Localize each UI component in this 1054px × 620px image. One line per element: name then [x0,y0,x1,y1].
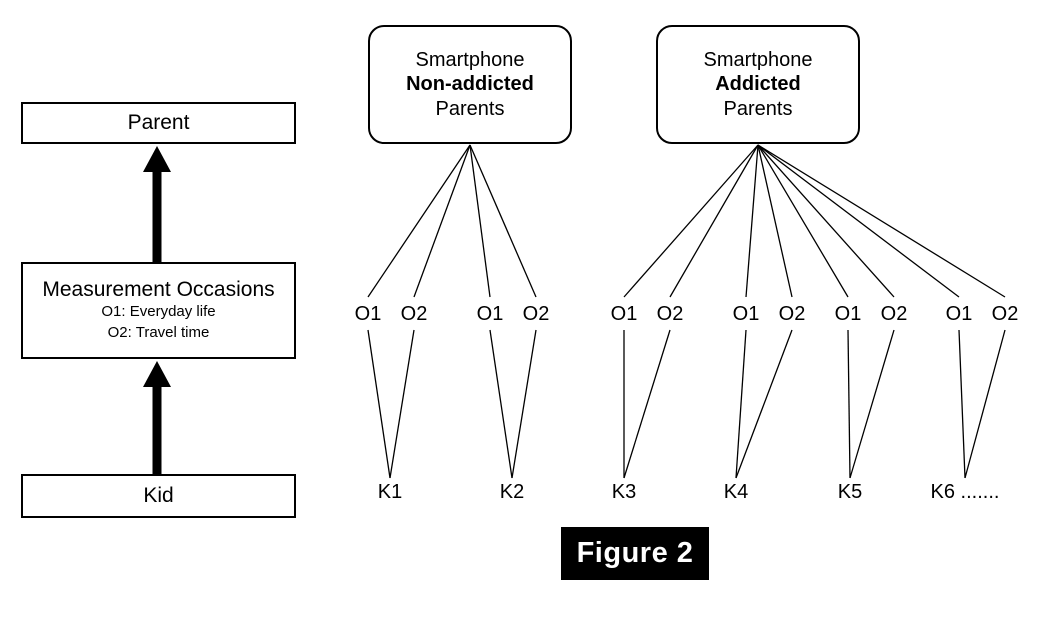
level-subline-o2: O2: Travel time [107,323,210,341]
kid-label-K5: K5 [837,481,863,503]
occasion-label-nonaddicted-K2-O2: O2 [522,303,550,325]
level-title-kid: Kid [143,483,174,507]
level-box-measurement-occasions: Measurement Occasions O1: Everyday life … [21,262,296,359]
edge-nonaddicted-to-O1-0 [367,144,471,298]
group-line-parents-addicted: Parents [723,97,793,120]
edge-addicted-to-O2-2 [669,144,759,298]
edge-nonaddicted-to-O1-1 [469,144,491,298]
arrow-kid-to-measurement-head [143,361,171,387]
level-subline-o1: O1: Everyday life [101,303,216,321]
edge-O1-to-K5 [847,329,851,479]
occasion-label-addicted-K3-O1: O1 [610,303,638,325]
kid-label-K3: K3 [611,481,637,503]
arrow-measurement-to-parent-shaft [152,170,162,262]
occasion-label-addicted-K6-O2: O2 [991,303,1019,325]
edge-O1-to-K4 [735,329,747,479]
edge-O1-to-K2 [489,329,513,479]
arrow-measurement-to-parent-head [143,146,171,172]
group-box-nonaddicted: Smartphone Non-addicted Parents [368,25,572,144]
occasion-label-addicted-K6-O1: O1 [945,303,973,325]
arrow-kid-to-measurement-shaft [152,385,162,474]
edge-O2-to-K4 [735,329,793,479]
edge-O1-to-K1 [367,329,391,479]
group-line-addicted: Addicted [715,73,801,96]
edge-addicted-to-O1-5 [757,144,960,298]
group-line-smartphone-nonaddicted: Smartphone [415,48,525,71]
occasion-label-addicted-K5-O2: O2 [880,303,908,325]
edge-O2-to-K1 [389,329,415,479]
occasion-label-nonaddicted-K1-O1: O1 [354,303,382,325]
edge-addicted-to-O2-5 [757,144,1006,298]
group-line-parents-nonaddicted: Parents [435,97,505,120]
level-title-measurement-occasions: Measurement Occasions [42,278,275,302]
edge-addicted-to-O1-4 [757,144,849,298]
edge-addicted-to-O1-3 [745,144,759,298]
level-title-parent: Parent [127,110,190,134]
edge-O2-to-K5 [849,329,895,479]
edge-O2-to-K2 [511,329,537,479]
kid-label-K6: K6 ....... [930,481,1000,503]
group-line-nonaddicted: Non-addicted [406,73,534,96]
occasion-label-addicted-K3-O2: O2 [656,303,684,325]
edge-O2-to-K3 [623,329,671,479]
occasion-label-addicted-K4-O2: O2 [778,303,806,325]
kid-label-K2: K2 [499,481,525,503]
edge-O1-to-K6 [958,329,966,479]
level-box-kid: Kid [21,474,296,518]
figure-caption: Figure 2 [561,527,709,580]
group-box-addicted: Smartphone Addicted Parents [656,25,860,144]
edge-O2-to-K6 [964,329,1006,479]
edge-addicted-to-O1-2 [623,144,759,298]
edge-addicted-to-O2-3 [757,144,793,298]
edge-nonaddicted-to-O2-0 [413,144,471,298]
occasion-label-nonaddicted-K2-O1: O1 [476,303,504,325]
group-line-smartphone-addicted: Smartphone [703,48,813,71]
kid-label-K1: K1 [377,481,403,503]
edge-addicted-to-O2-4 [757,144,895,298]
kid-label-K4: K4 [723,481,749,503]
occasion-label-addicted-K5-O1: O1 [834,303,862,325]
occasion-label-nonaddicted-K1-O2: O2 [400,303,428,325]
level-box-parent: Parent [21,102,296,144]
edge-nonaddicted-to-O2-1 [469,144,537,298]
occasion-label-addicted-K4-O1: O1 [732,303,760,325]
